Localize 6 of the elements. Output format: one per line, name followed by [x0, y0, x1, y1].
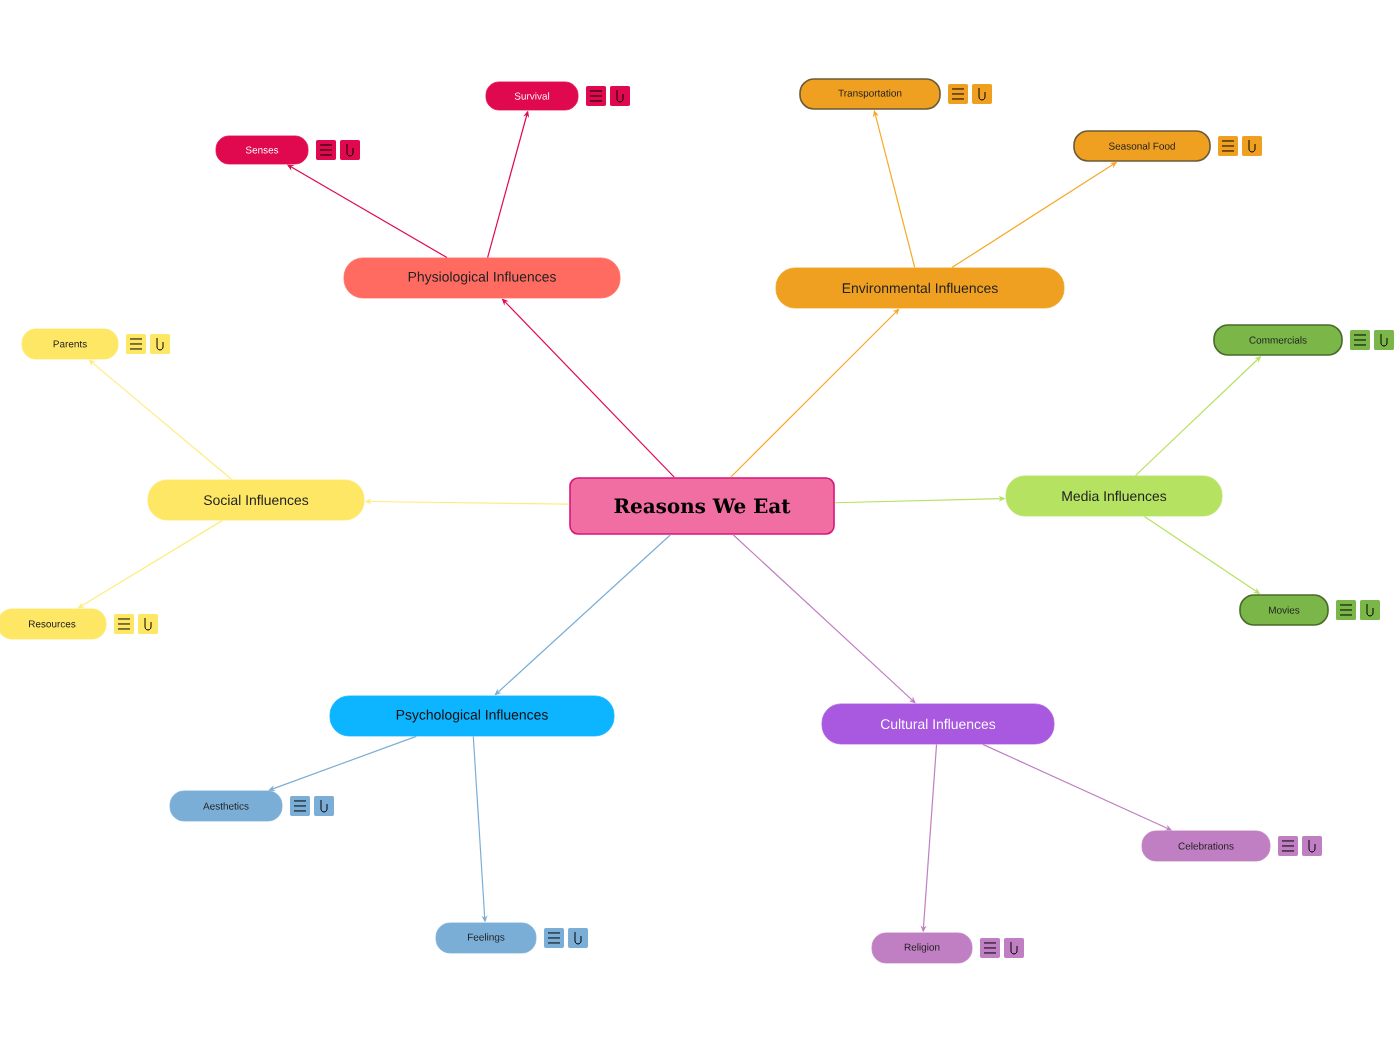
- central-topic: Reasons We Eat: [569, 477, 835, 535]
- arrow: [732, 534, 916, 704]
- arrow: [268, 735, 417, 792]
- arrow: [494, 534, 672, 696]
- arrow: [88, 359, 233, 481]
- arrow: [730, 308, 900, 478]
